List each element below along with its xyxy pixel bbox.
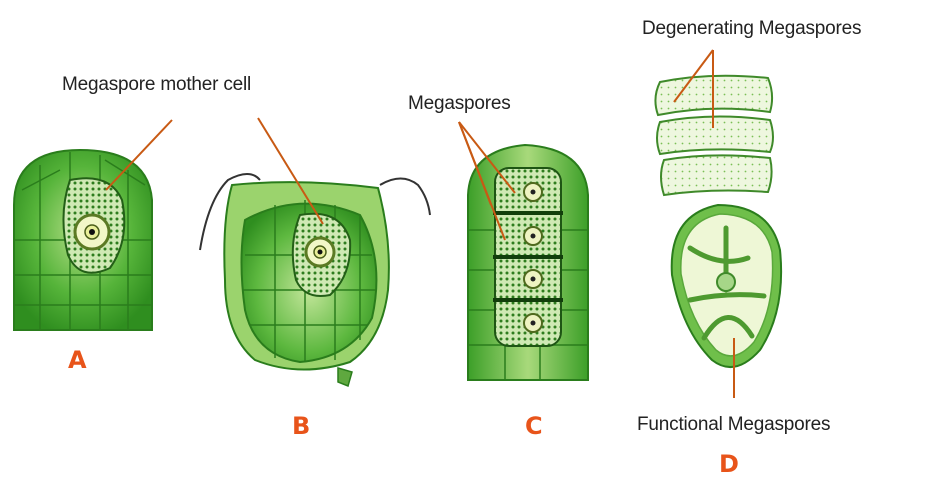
stage-label-d: D	[719, 450, 739, 478]
stage-c-megaspore-tetrad	[468, 145, 588, 380]
label-degenerating-megaspores: Degenerating Megaspores	[642, 18, 861, 40]
stage-label-c: C	[525, 412, 543, 440]
stage-label-b: B	[292, 412, 310, 440]
stage-d-degenerating-megaspores	[655, 76, 773, 195]
stage-b-ovule	[200, 174, 430, 386]
stage-d-functional-megaspore	[672, 205, 781, 367]
label-functional-megaspores: Functional Megaspores	[637, 414, 830, 436]
label-megaspore-mother-cell: Megaspore mother cell	[62, 74, 251, 96]
label-megaspores: Megaspores	[408, 93, 511, 115]
stage-a-nucellus	[14, 150, 152, 330]
stage-label-a: A	[68, 346, 87, 374]
